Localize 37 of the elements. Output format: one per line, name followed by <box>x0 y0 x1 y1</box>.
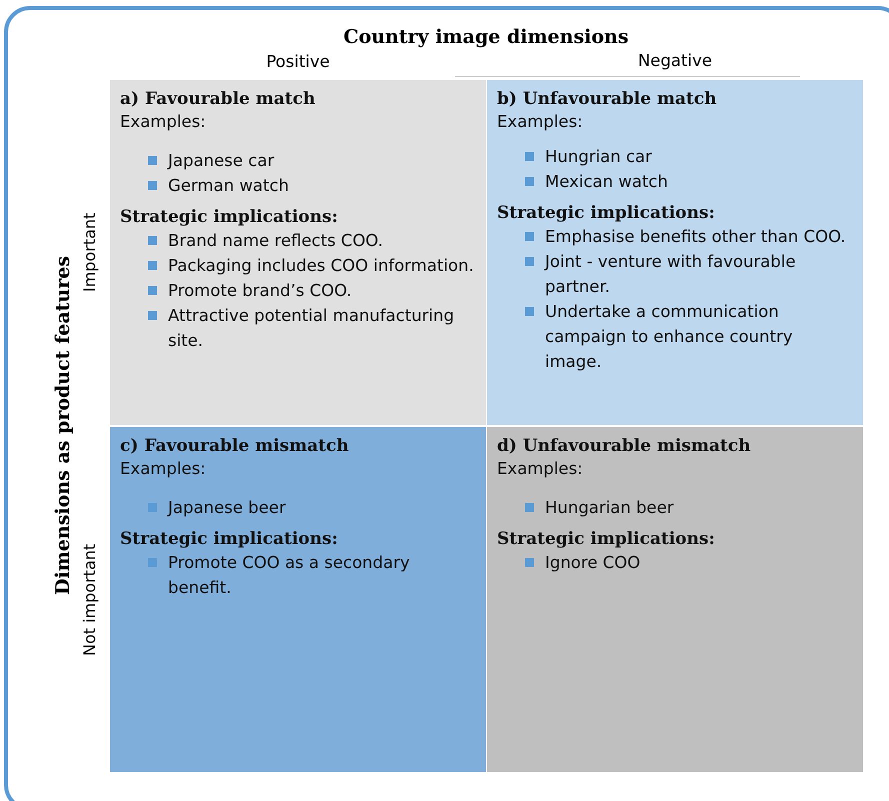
list-item: Undertake a communication campaign to enhance country image. <box>545 302 793 371</box>
section-heading: Strategic implications: <box>497 528 716 550</box>
row-header: Important <box>80 212 99 294</box>
list-item: Promote COO as a secondary benefit. <box>168 553 410 597</box>
section-heading: Strategic implications: <box>120 206 339 228</box>
quadrant-heading: d) Unfavourable mismatch <box>497 435 752 457</box>
list-item: Japanese beer <box>168 498 286 517</box>
column-header: Negative <box>636 51 714 70</box>
chart-title: Country image dimensions <box>342 26 630 48</box>
section-label: Examples: <box>497 458 584 480</box>
quadrant-heading: b) Unfavourable match <box>497 88 718 110</box>
quadrant-heading: a) Favourable match <box>120 88 316 110</box>
axis-title: Dimensions as product features <box>52 254 74 597</box>
list-item: Attractive potential manufacturing site. <box>168 306 454 350</box>
list-item: Ignore COO <box>545 553 640 572</box>
quadrant-heading: c) Favourable mismatch <box>120 435 350 457</box>
quadrant-panel <box>110 80 486 425</box>
section-label: Examples: <box>497 111 584 133</box>
row-header: Not important <box>80 542 99 658</box>
section-label: Examples: <box>120 458 207 480</box>
quadrant-panel <box>110 427 486 772</box>
list-item: Packaging includes COO information. <box>168 256 474 275</box>
quadrant-panel <box>487 427 863 772</box>
list-item: Japanese car <box>168 151 274 170</box>
list-item: Brand name reflects COO. <box>168 231 383 250</box>
list-item: Hungrian car <box>545 147 652 166</box>
quadrant-panel <box>487 80 863 425</box>
list-item: Hungarian beer <box>545 498 674 517</box>
section-heading: Strategic implications: <box>120 528 339 550</box>
list-item: Promote brand’s COO. <box>168 281 352 300</box>
column-header: Positive <box>265 52 331 71</box>
list-item: Mexican watch <box>545 172 668 191</box>
list-item: German watch <box>168 176 289 195</box>
list-item: Emphasise benefits other than COO. <box>545 227 846 246</box>
section-label: Examples: <box>120 111 207 133</box>
section-heading: Strategic implications: <box>497 202 716 224</box>
list-item: Joint - venture with favourable partner. <box>545 252 796 296</box>
